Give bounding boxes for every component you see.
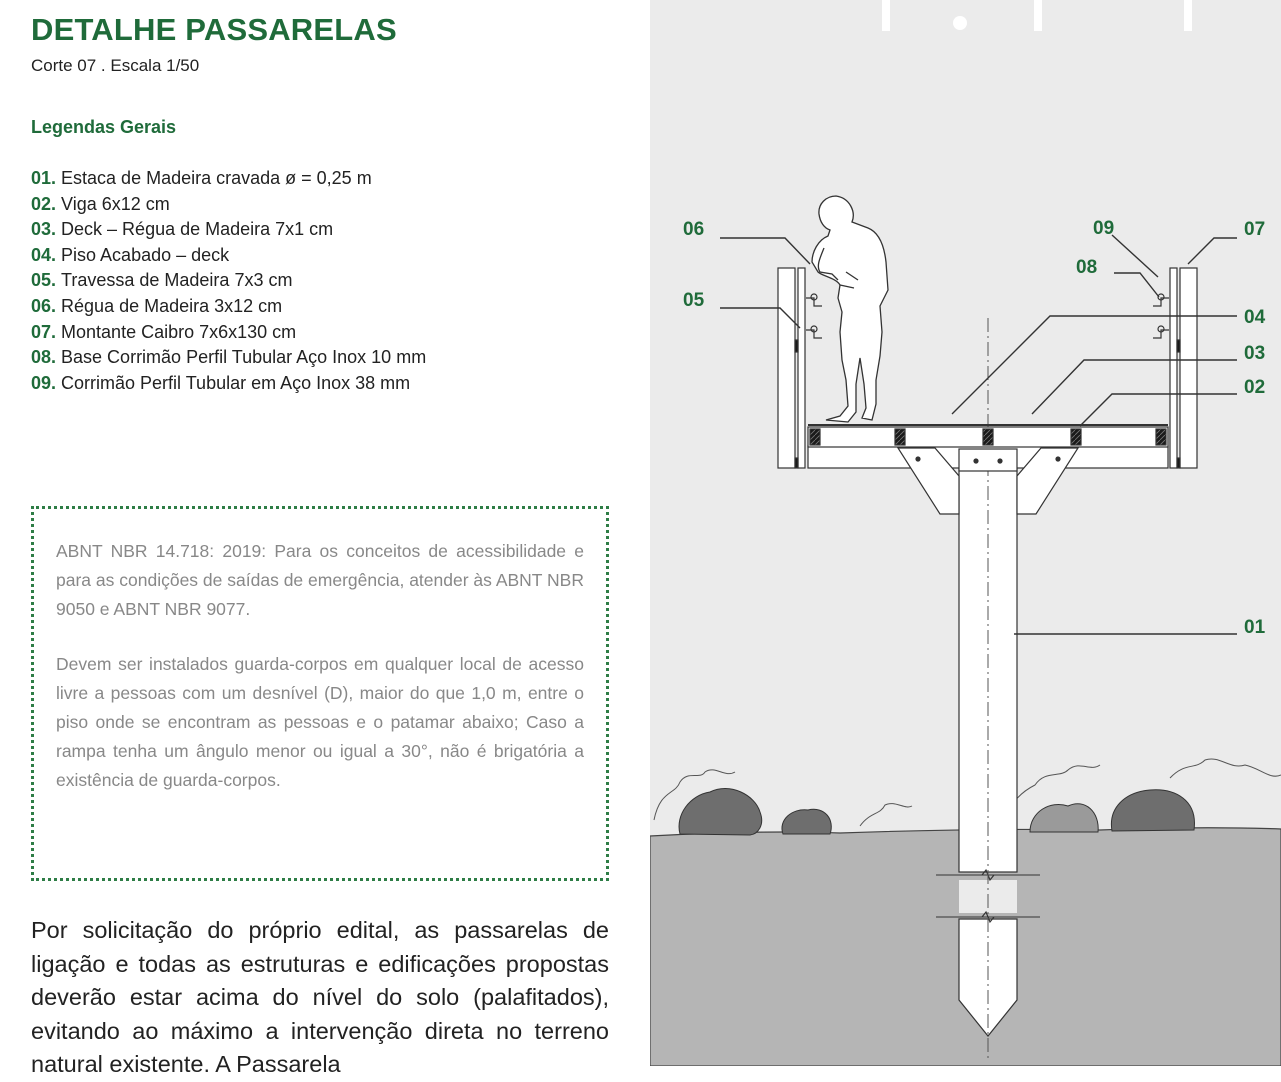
legend-item-text: Corrimão Perfil Tubular em Aço Inox 38 m… (61, 372, 411, 393)
legend-item: 06.Régua de Madeira 3x12 cm (31, 294, 426, 320)
callout-06: 06 (683, 219, 704, 240)
legend-list: 01.Estaca de Madeira cravada ø = 0,25 m … (31, 166, 426, 396)
callout-01: 01 (1244, 617, 1266, 638)
person-figure (811, 195, 889, 423)
callout-leaders (720, 234, 1237, 635)
legend-item-number: 07. (31, 321, 57, 342)
legend-item-text: Piso Acabado – deck (61, 244, 230, 265)
legend-item: 07.Montante Caibro 7x6x130 cm (31, 320, 426, 346)
legend-item: 01.Estaca de Madeira cravada ø = 0,25 m (31, 166, 426, 192)
legend-item: 04.Piso Acabado – deck (31, 243, 426, 269)
legend-item-text: Montante Caibro 7x6x130 cm (61, 321, 297, 342)
text-panel: DETALHE PASSARELAS Corte 07 . Escala 1/5… (0, 0, 650, 1077)
callout-04: 04 (1244, 307, 1266, 328)
legend-item-number: 04. (31, 244, 57, 265)
legend-item-text: Travessa de Madeira 7x3 cm (61, 270, 293, 291)
deck-structure (807, 424, 1169, 515)
guardrail-right (1153, 267, 1198, 469)
legend-item-number: 02. (31, 193, 57, 214)
legend-item-text: Estaca de Madeira cravada ø = 0,25 m (61, 168, 372, 188)
legend-item: 05.Travessa de Madeira 7x3 cm (31, 268, 426, 294)
page-subtitle: Corte 07 . Escala 1/50 (31, 56, 200, 75)
callout-09: 09 (1093, 218, 1114, 239)
legend-item-number: 09. (31, 372, 57, 393)
legend-item-text: Base Corrimão Perfil Tubular Aço Inox 10… (61, 347, 427, 368)
body-paragraph: Por solicitação do próprio edital, as pa… (31, 917, 609, 1077)
callout-05: 05 (683, 290, 705, 311)
legend-item-number: 05. (31, 270, 57, 291)
callout-07: 07 (1244, 219, 1265, 240)
legend-item: 03.Deck – Régua de Madeira 7x1 cm (31, 217, 426, 243)
person-arm (817, 247, 859, 289)
legend-item-number: 01. (31, 168, 57, 188)
legend-item-number: 06. (31, 295, 57, 316)
shrubs (678, 788, 1195, 836)
note-paragraph: ABNT NBR 14.718: 2019: Para os conceitos… (56, 541, 584, 619)
page-title: DETALHE PASSARELAS (31, 12, 397, 47)
callout-03: 03 (1244, 343, 1265, 364)
legend-item-number: 03. (31, 219, 57, 240)
legend-item: 09.Corrimão Perfil Tubular em Aço Inox 3… (31, 371, 426, 397)
legend-heading: Legendas Gerais (31, 117, 177, 137)
legend-item: 02.Viga 6x12 cm (31, 192, 426, 218)
top-marks (882, 0, 1192, 31)
note-paragraph: Devem ser instalados guarda-corpos em qu… (56, 654, 584, 790)
legend-item-text: Viga 6x12 cm (61, 193, 170, 214)
walkway-section-drawing: 06 05 09 08 07 04 03 02 01 (650, 0, 1281, 1066)
callout-08: 08 (1076, 257, 1097, 278)
section-drawing-panel: 06 05 09 08 07 04 03 02 01 (650, 0, 1281, 1066)
legend-item: 08.Base Corrimão Perfil Tubular Aço Inox… (31, 345, 426, 371)
legend-item-number: 08. (31, 347, 57, 368)
callout-02: 02 (1244, 377, 1265, 398)
legend-item-text: Régua de Madeira 3x12 cm (61, 295, 283, 316)
legend-item-text: Deck – Régua de Madeira 7x1 cm (61, 219, 334, 240)
norm-note-box: ABNT NBR 14.718: 2019: Para os conceitos… (31, 506, 609, 881)
